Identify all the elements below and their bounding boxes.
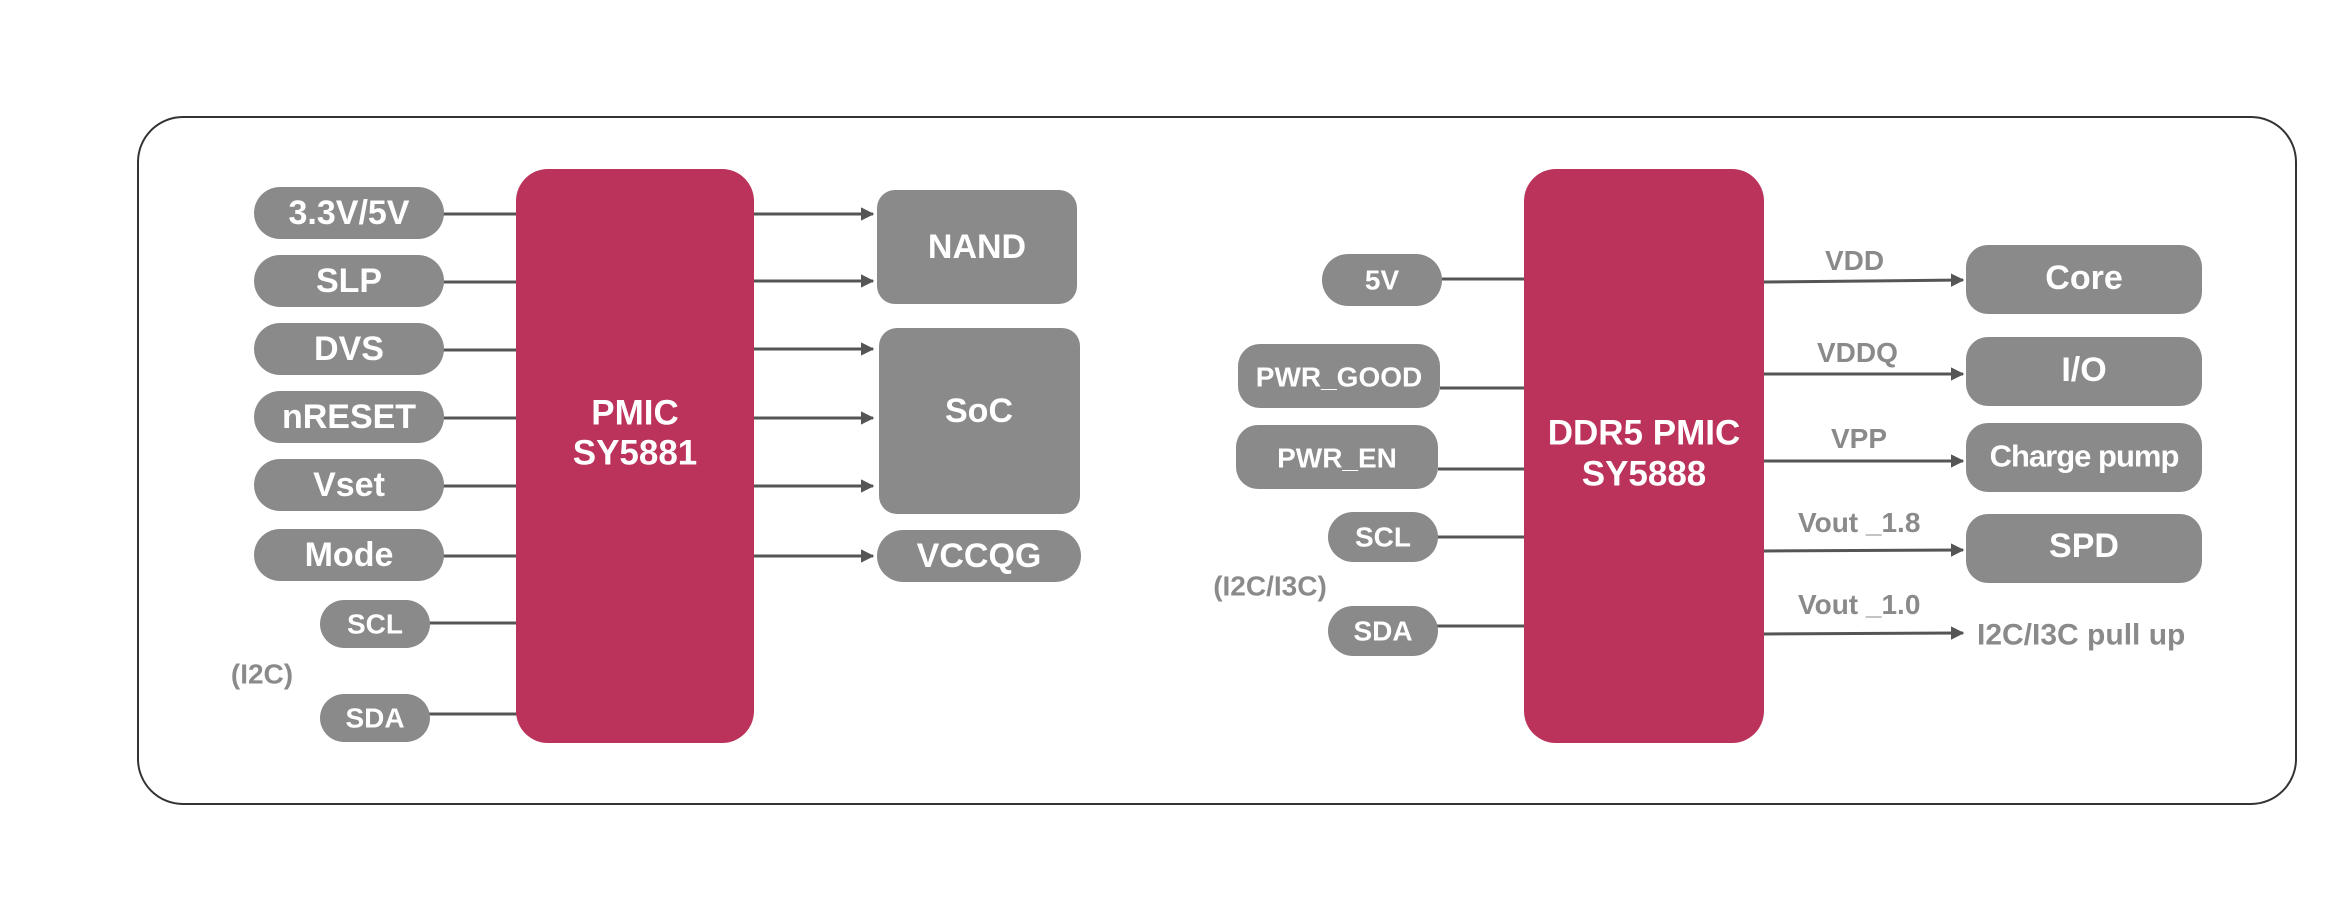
block-label: SoC <box>945 392 1013 430</box>
rail-label: VPP <box>1831 423 1887 454</box>
pill-label: nRESET <box>282 398 416 436</box>
pill-label: Mode <box>305 536 394 574</box>
chip-label-line1: DDR5 PMIC <box>1548 414 1741 453</box>
left-input-pill: nRESET <box>254 391 444 443</box>
right-diagram: 5V PWR_GOOD PWR_EN SCL SDA (I2C/I3C) DDR… <box>1213 169 2202 743</box>
left-output-arrows <box>754 207 875 563</box>
right-input-lines <box>1436 277 1526 628</box>
pill-label: SCL <box>347 609 403 640</box>
pill-label: DVS <box>314 330 384 368</box>
block-label: VCCQG <box>917 537 1042 575</box>
left-input-pill: SLP <box>254 255 444 307</box>
left-diagram: 3.3V/5V SLP DVS nRESET Vset Mode SCL SD <box>231 169 1081 743</box>
pill-label: PWR_EN <box>1277 443 1397 474</box>
pill-label: Vset <box>313 466 385 504</box>
pill-label: PWR_GOOD <box>1256 362 1422 393</box>
output-block-charge-pump: Charge pump <box>1966 423 2202 492</box>
pmic-chip: PMIC SY5881 <box>516 169 754 743</box>
rail-label: Vout _1.0 <box>1798 589 1920 620</box>
left-input-pill: DVS <box>254 323 444 375</box>
output-block-soc: SoC <box>879 328 1080 514</box>
pill-label: SLP <box>316 262 382 300</box>
output-block-vccqg: VCCQG <box>877 530 1081 582</box>
pill-label: 5V <box>1365 265 1400 296</box>
output-arrow <box>1763 543 1965 557</box>
chip-label-line2: SY5888 <box>1582 455 1707 494</box>
rail-label: VDDQ <box>1817 337 1898 368</box>
chip-label-line2: SY5881 <box>573 434 698 473</box>
right-input-pill: 5V <box>1322 254 1442 306</box>
block-label: Core <box>2045 259 2122 297</box>
left-input-pill: SDA <box>320 694 430 742</box>
output-block-io: I/O <box>1966 337 2202 406</box>
left-input-pill: Mode <box>254 529 444 581</box>
pill-label: SDA <box>345 703 404 734</box>
left-input-pill: Vset <box>254 459 444 511</box>
block-label: Charge pump <box>1990 439 2179 474</box>
output-block-spd: SPD <box>1966 514 2202 583</box>
bus-label: (I2C) <box>231 659 293 690</box>
right-input-pill: SDA <box>1328 606 1438 656</box>
block-label: I/O <box>2061 351 2106 389</box>
left-input-lines <box>428 212 518 716</box>
left-input-pill: 3.3V/5V <box>254 187 444 239</box>
rail-label: VDD <box>1825 245 1884 276</box>
right-input-pill: PWR_EN <box>1236 425 1438 489</box>
outer-frame <box>137 116 2297 805</box>
output-block-nand: NAND <box>877 190 1077 304</box>
pill-label: 3.3V/5V <box>289 194 410 232</box>
output-arrow <box>1763 626 1965 640</box>
output-block-core: Core <box>1966 245 2202 314</box>
chip-label-line1: PMIC <box>591 394 679 433</box>
pill-label: SCL <box>1355 522 1411 553</box>
right-input-pill: PWR_GOOD <box>1238 344 1440 408</box>
right-input-pill: SCL <box>1328 512 1438 562</box>
pill-label: SDA <box>1353 616 1412 647</box>
right-output-arrows <box>1763 273 1965 640</box>
bus-label: (I2C/I3C) <box>1213 571 1327 602</box>
block-label: SPD <box>2049 527 2119 565</box>
left-input-pill: SCL <box>320 600 430 648</box>
rail-label: Vout _1.8 <box>1798 507 1920 538</box>
ddr5-pmic-chip: DDR5 PMIC SY5888 <box>1524 169 1764 743</box>
output-arrow <box>1763 273 1965 287</box>
pullup-label: I2C/I3C pull up <box>1977 619 2185 652</box>
block-label: NAND <box>928 228 1026 266</box>
